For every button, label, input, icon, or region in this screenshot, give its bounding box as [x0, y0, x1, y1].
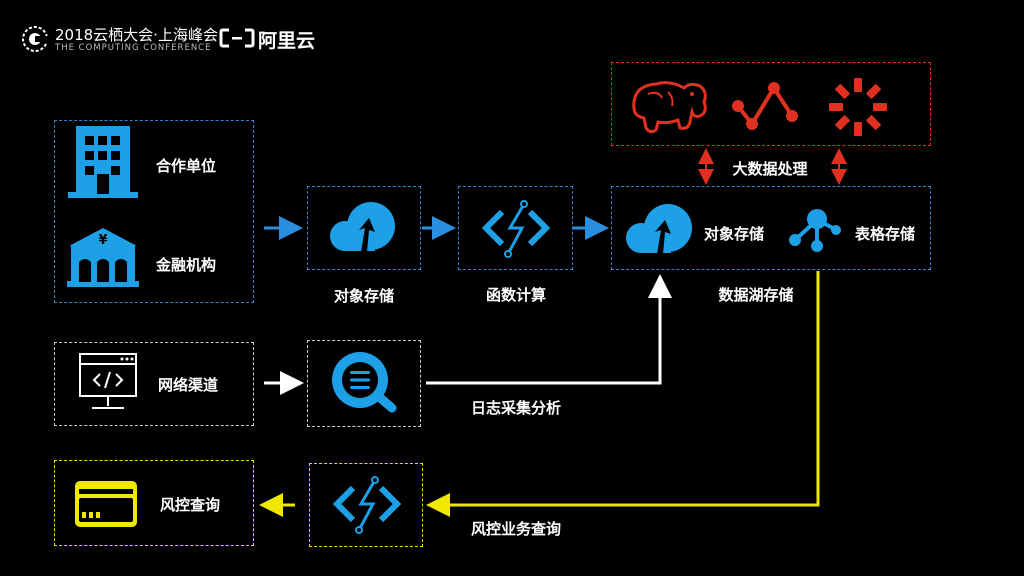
risk-service-label: 风控业务查询 [471, 520, 562, 538]
partner-logo-text: 阿里云 [258, 30, 316, 52]
object-storage-label: 对象存储 [333, 287, 395, 305]
risk-service-box [309, 463, 423, 547]
function-compute-box [458, 186, 573, 270]
log-search-icon [332, 352, 397, 413]
spark-line-icon [732, 82, 798, 130]
event-subtitle: THE COMPUTING CONFERENCE [55, 43, 212, 53]
function-compute-label: 函数计算 [485, 286, 547, 304]
arrow-log-to-datalake [426, 274, 672, 385]
datalake-cloud-icon [626, 204, 692, 254]
arrow-datalake-to-risk [426, 271, 820, 517]
log-analysis-label: 日志采集分析 [471, 399, 562, 417]
risk-query-box [54, 460, 254, 546]
spinner-icon [829, 78, 887, 136]
datalake-object-storage-label: 对象存储 [704, 225, 765, 243]
aliyun-logo [219, 28, 255, 48]
source-network-label: 网络渠道 [158, 376, 219, 394]
output-risk-query-label: 风控查询 [160, 496, 221, 514]
function-compute-icon [481, 200, 551, 258]
datalake-box [611, 186, 931, 270]
event-title: 2018云栖大会·上海峰会 [55, 26, 218, 44]
conference-logo-icon [22, 26, 49, 52]
datalake-label: 数据湖存储 [718, 286, 794, 304]
aliyun-logo-icon [219, 28, 255, 48]
monitor-code-icon [79, 353, 137, 409]
log-analysis-box [307, 340, 421, 427]
object-storage-box [307, 186, 421, 270]
card-icon [75, 481, 137, 527]
table-storage-icon [789, 209, 841, 252]
bank-icon: ¥ [67, 228, 139, 287]
sources-box [54, 120, 254, 303]
building-icon [68, 126, 138, 198]
network-box [54, 342, 254, 426]
source-partner-label: 合作单位 [156, 157, 217, 175]
bigdata-label: 大数据处理 [732, 160, 808, 178]
bigdata-box [611, 62, 931, 146]
cloud-upload-icon [330, 202, 395, 252]
conference-logo [22, 26, 49, 52]
svg-text:¥: ¥ [98, 233, 107, 248]
source-finance-label: 金融机构 [156, 256, 217, 274]
hadoop-elephant-icon [632, 81, 707, 134]
risk-function-icon [332, 476, 402, 534]
datalake-table-storage-label: 表格存储 [855, 225, 916, 243]
